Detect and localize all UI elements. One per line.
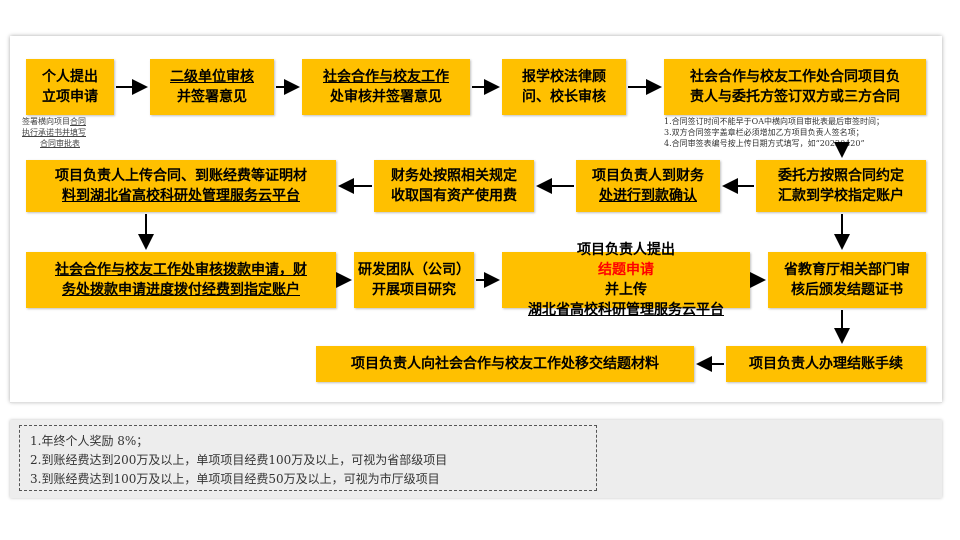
note-contract-rules: 1.合同签订时间不能早于OA中横向项目审批表最后审签时间； 3.双方合同签字盖章…	[664, 117, 884, 148]
notes-box: 1.年终个人奖励 8%； 2.到账经费达到200万及以上，单项项目经费100万及…	[19, 425, 597, 491]
step-fund-disburse: 社会合作与校友工作处审核拨款申请，财务处拨款申请进度拨付经费到指定账户	[26, 252, 336, 308]
step-office-review: 社会合作与校友工作处审核并签署意见	[302, 59, 470, 115]
step-settlement: 项目负责人办理结账手续	[726, 346, 926, 382]
step-confirm-payment: 项目负责人到财务处进行到款确认	[576, 160, 720, 212]
step-completion-apply: 项目负责人提出结题申请并上传 湖北省高校科研管理服务云平台	[502, 242, 750, 318]
note-bonus: 1.年终个人奖励 8%；	[30, 434, 149, 448]
step-apply: 个人提出立项申请	[26, 59, 114, 115]
step-certificate: 省教育厅相关部门审核后颁发结题证书	[768, 252, 926, 308]
note-contract-sign: 签署横向项目合同 执行承诺书并填写 合同审批表	[22, 117, 86, 148]
step-asset-fee: 财务处按照相关规定收取国有资产使用费	[374, 160, 534, 212]
note-provincial: 2.到账经费达到200万及以上，单项项目经费100万及以上，可视为省部级项目	[30, 453, 448, 467]
step-sign-contract: 社会合作与校友工作处合同项目负责人与委托方签订双方或三方合同	[664, 59, 926, 115]
step-handover: 项目负责人向社会合作与校友工作处移交结题材料	[316, 346, 694, 382]
note-municipal: 3.到账经费达到100万及以上，单项项目经费50万及以上，可视为市厅级项目	[30, 472, 440, 486]
step-client-remit: 委托方按照合同约定汇款到学校指定账户	[756, 160, 926, 212]
step-unit-review: 二级单位审核并签署意见	[150, 59, 274, 115]
step-upload-proof: 项目负责人上传合同、到账经费等证明材料到湖北省高校科研处管理服务云平台	[26, 160, 336, 212]
step-legal-review: 报学校法律顾问、校长审核	[502, 59, 626, 115]
step-research: 研发团队（公司）开展项目研究	[354, 252, 474, 308]
